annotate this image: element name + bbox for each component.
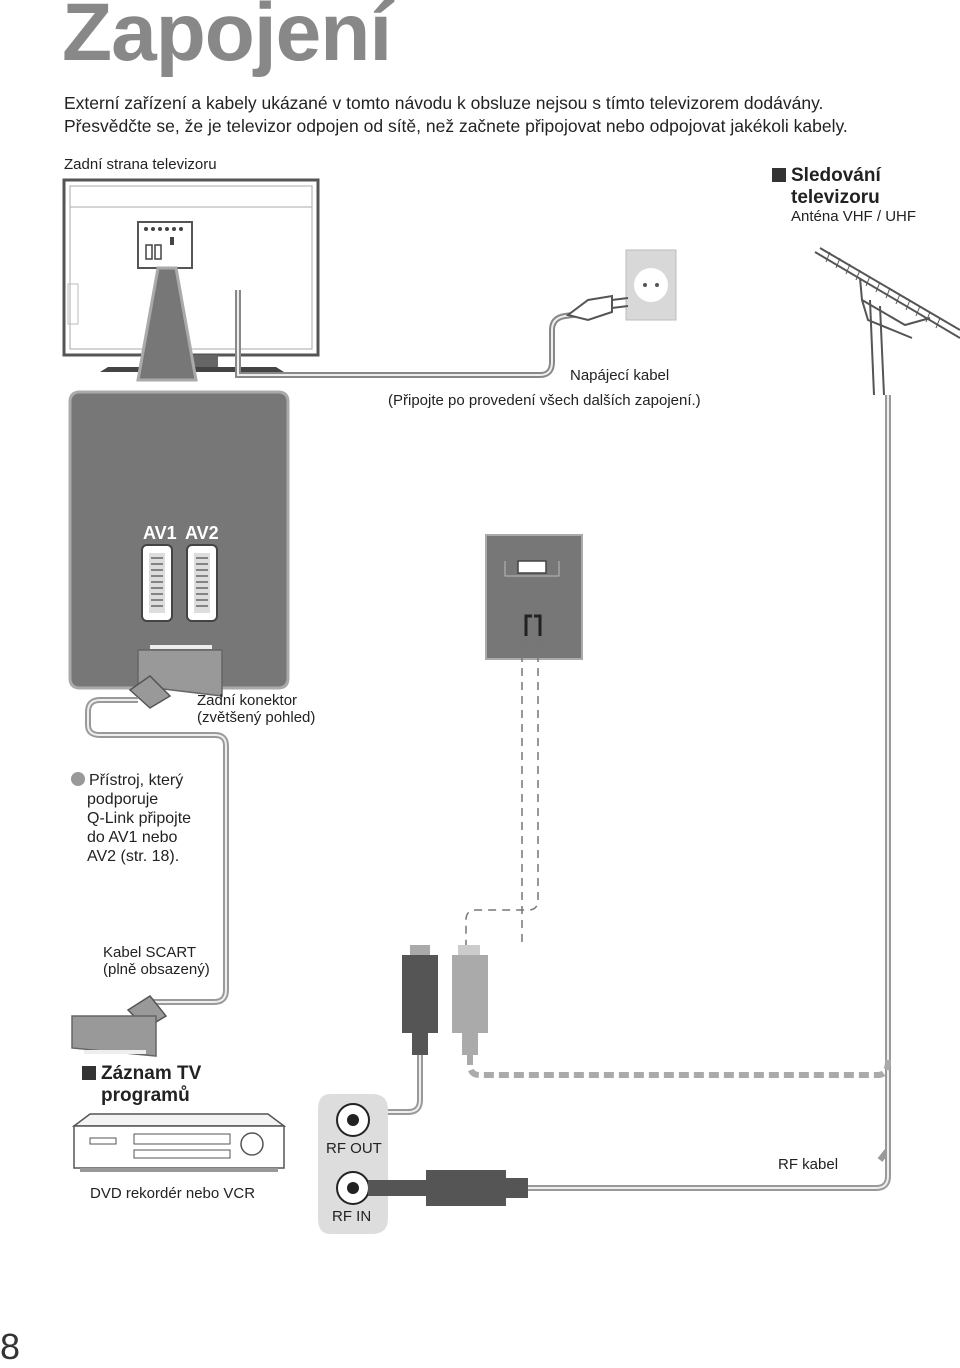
av1-label: AV1 (143, 523, 177, 543)
rear-connector-label: Zadní konektor (zvětšený pohled) (197, 692, 316, 726)
rf-out-label: RF OUT (326, 1140, 382, 1157)
scart-plug-bottom (71, 995, 168, 1057)
rf-plugs (402, 945, 488, 1055)
qlink-note: Přístroj, který podporuje Q-Link připojt… (71, 771, 191, 866)
page-title: Zapojení (62, 0, 392, 78)
power-plug-illustration (565, 294, 629, 322)
square-bullet-icon (772, 168, 786, 182)
intro-line-1: Externí zařízení a kabely ukázané v tomt… (64, 93, 824, 113)
circle-bullet-icon (71, 772, 85, 786)
record-tv-heading: Záznam TV programů (82, 1063, 201, 1107)
intro-line-2: Přesvědčte se, že je televizor odpojen o… (64, 116, 848, 136)
tv-rear-illustration (62, 178, 581, 378)
rf-connector-panel (318, 1094, 388, 1234)
scart-cable-label: Kabel SCART (plně obsazený) (103, 944, 210, 978)
rf-in-label: RF IN (332, 1208, 372, 1225)
tv-rear-label: Zadní strana televizoru (64, 156, 217, 173)
antenna-label: Anténa VHF / UHF (791, 208, 917, 225)
scart-plug-top (128, 645, 223, 709)
dvd-vcr-label: DVD rekordér nebo VCR (90, 1185, 256, 1202)
dvd-recorder-illustration (71, 1113, 287, 1172)
watch-tv-heading: Sledování televizoru (772, 165, 881, 209)
wall-socket-illustration (625, 249, 677, 321)
power-cable-label: Napájecí kabel (570, 367, 670, 384)
antenna-socket-panel (485, 534, 583, 660)
rear-connector-panel (68, 266, 290, 690)
square-bullet-icon (82, 1066, 96, 1080)
page-number: 8 (0, 1326, 21, 1367)
power-note-label: (Připojte po provedení všech dalších zap… (388, 392, 701, 409)
rf-cable-in (368, 1150, 891, 1206)
rf-cable-label: RF kabel (778, 1156, 839, 1173)
antenna-illustration (814, 247, 960, 396)
av2-label: AV2 (185, 523, 219, 543)
